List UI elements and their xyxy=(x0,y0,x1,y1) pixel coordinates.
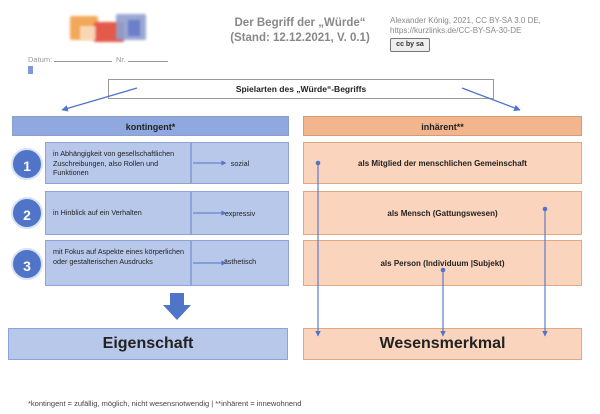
result-eigenschaft: Eigenschaft xyxy=(8,328,288,360)
row-1-description: in Abhängigkeit von gesellschaftlichen Z… xyxy=(45,142,191,184)
row-2-inherent: als Mensch (Gattungswesen) xyxy=(303,191,582,235)
cc-license-badge: cc by sa xyxy=(390,38,430,52)
nr-field: Nr. xyxy=(116,54,168,64)
nr-label: Nr. xyxy=(116,55,126,64)
title-line-2: (Stand: 12.12.2021, V. 0.1) xyxy=(230,32,370,44)
document-title: Der Begriff der „Würde“ (Stand: 12.12.20… xyxy=(200,16,400,46)
down-arrow-eigenschaft xyxy=(163,293,191,320)
row-3-description: mit Fokus auf Aspekte eines körperlichen… xyxy=(45,240,191,286)
row-3-inherent: als Person (Individuum |Subjekt) xyxy=(303,240,582,286)
row-1-inherent: als Mitglied der menschlichen Gemeinscha… xyxy=(303,142,582,184)
footnote: *kontingent = zufällig, möglich, nicht w… xyxy=(28,399,302,408)
result-wesensmerkmal: Wesensmerkmal xyxy=(303,328,582,360)
diagram-title-box: Spielarten des „Würde“-Begriffs xyxy=(108,79,494,99)
marker-square xyxy=(28,66,33,74)
datum-line[interactable] xyxy=(54,54,113,62)
row-3-type: ästhetisch xyxy=(191,240,289,286)
datum-field: Datum: xyxy=(28,54,113,64)
left-column-header: kontingent* xyxy=(12,116,289,136)
row-number-2: 2 xyxy=(11,197,43,229)
row-2-description: in Hinblick auf ein Verhalten xyxy=(45,191,191,235)
logo xyxy=(70,14,154,44)
datum-label: Datum: xyxy=(28,55,53,64)
license-link[interactable]: https://kurzlinks.de/CC-BY-SA-30-DE xyxy=(390,26,522,35)
title-line-1: Der Begriff der „Würde“ xyxy=(234,17,366,29)
author-credit: Alexander König, 2021, CC BY-SA 3.0 DE, … xyxy=(390,16,590,36)
nr-line[interactable] xyxy=(127,54,168,62)
row-2-type: expressiv xyxy=(191,191,289,235)
author-line-1: Alexander König, 2021, CC BY-SA 3.0 DE, xyxy=(390,16,541,25)
row-number-3: 3 xyxy=(11,248,43,280)
row-1-type: sozial xyxy=(191,142,289,184)
row-number-1: 1 xyxy=(11,148,43,180)
right-column-header: inhärent** xyxy=(303,116,582,136)
